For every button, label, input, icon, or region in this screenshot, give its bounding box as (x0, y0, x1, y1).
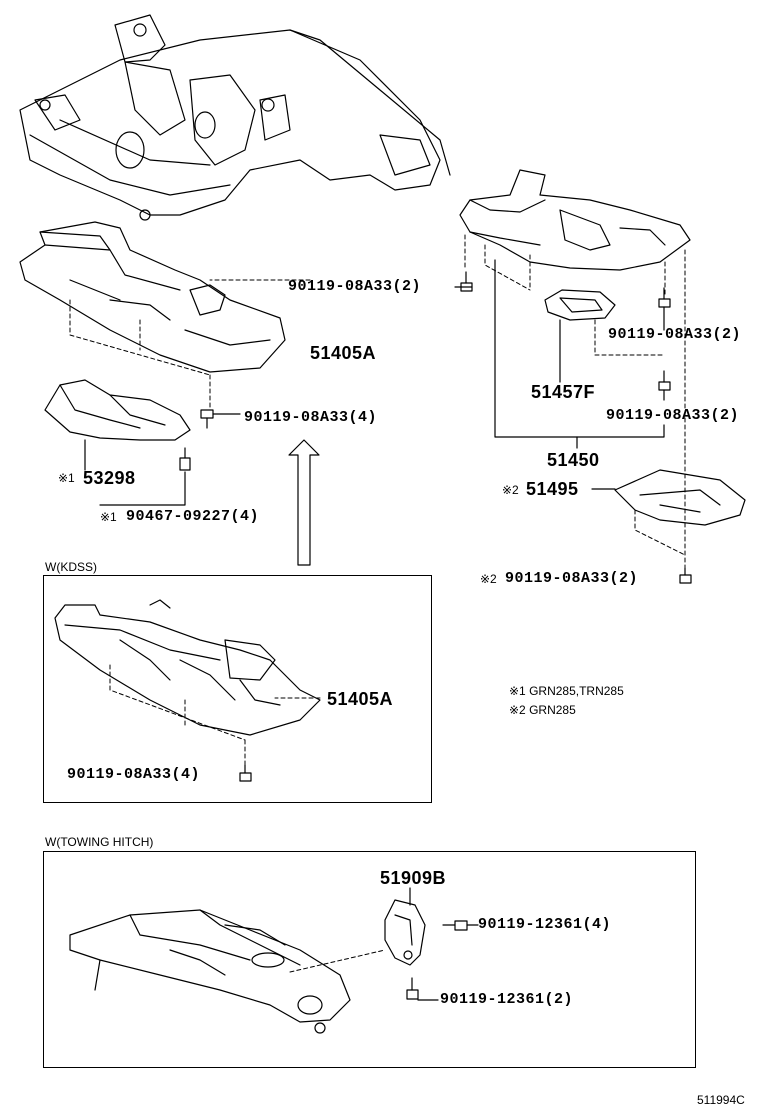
note-1: ※1 GRN285,TRN285 (509, 684, 624, 698)
bracket-icon (384, 899, 426, 966)
bolt-icon (179, 447, 191, 471)
part-53298-mark: ※1 (58, 471, 75, 485)
part-51450: 51450 (547, 450, 600, 470)
skid-plate-icon (459, 169, 691, 271)
part-90119-08a33-2-mid: 90119-08A33(2) (608, 326, 742, 343)
part-51495: 51495 (526, 479, 579, 499)
part-51909b: 51909B (380, 868, 447, 888)
frame-illustration-icon (69, 909, 351, 1034)
bracket-icon (544, 289, 616, 321)
bolt-icon (406, 977, 419, 1000)
bolt-icon (200, 409, 214, 429)
bolt-icon (239, 764, 252, 782)
towing-hitch-box (43, 851, 696, 1068)
part-90119-08a33-2-right: 90119-08A33(2) (606, 407, 740, 424)
towing-hitch-title: W(TOWING HITCH) (45, 835, 154, 849)
part-90119-12361-2: 90119-12361(2) (440, 991, 574, 1008)
skid-plate-icon (44, 379, 191, 441)
bolt-icon (679, 567, 692, 584)
frame-illustration-icon (19, 14, 451, 221)
part-51405a-top: 51405A (310, 343, 377, 363)
skid-plate-icon (19, 221, 286, 373)
part-51457f: 51457F (531, 382, 596, 402)
part-51495-mark: ※2 (502, 483, 519, 497)
skid-plate-icon (614, 469, 746, 526)
note-2: ※2 GRN285 (509, 703, 576, 717)
bolt-icon (658, 370, 671, 391)
skid-plate-icon (54, 599, 321, 736)
figure-id: 511994C (697, 1093, 745, 1107)
part-90119-08a33-4-top: 90119-08A33(4) (244, 409, 378, 426)
part-51405a-kdss: 51405A (327, 689, 394, 709)
part-53298: 53298 (83, 468, 136, 488)
kdss-box (43, 575, 432, 803)
bolt-icon (460, 271, 473, 292)
part-90119-08a33-2-bottom: 90119-08A33(2) (505, 570, 639, 587)
part-90467-mark: ※1 (100, 510, 117, 524)
part-90119-08a33-2-bottom-mark: ※2 (480, 572, 497, 586)
bolt-icon (658, 287, 671, 308)
part-90119-08a33-4-kdss: 90119-08A33(4) (67, 766, 201, 783)
part-90119-12361-4: 90119-12361(4) (478, 916, 612, 933)
arrow-up-icon (288, 439, 320, 566)
kdss-title: W(KDSS) (45, 560, 97, 574)
part-90119-08a33-2-left: 90119-08A33(2) (288, 278, 422, 295)
part-90467-09227-4: 90467-09227(4) (126, 508, 260, 525)
